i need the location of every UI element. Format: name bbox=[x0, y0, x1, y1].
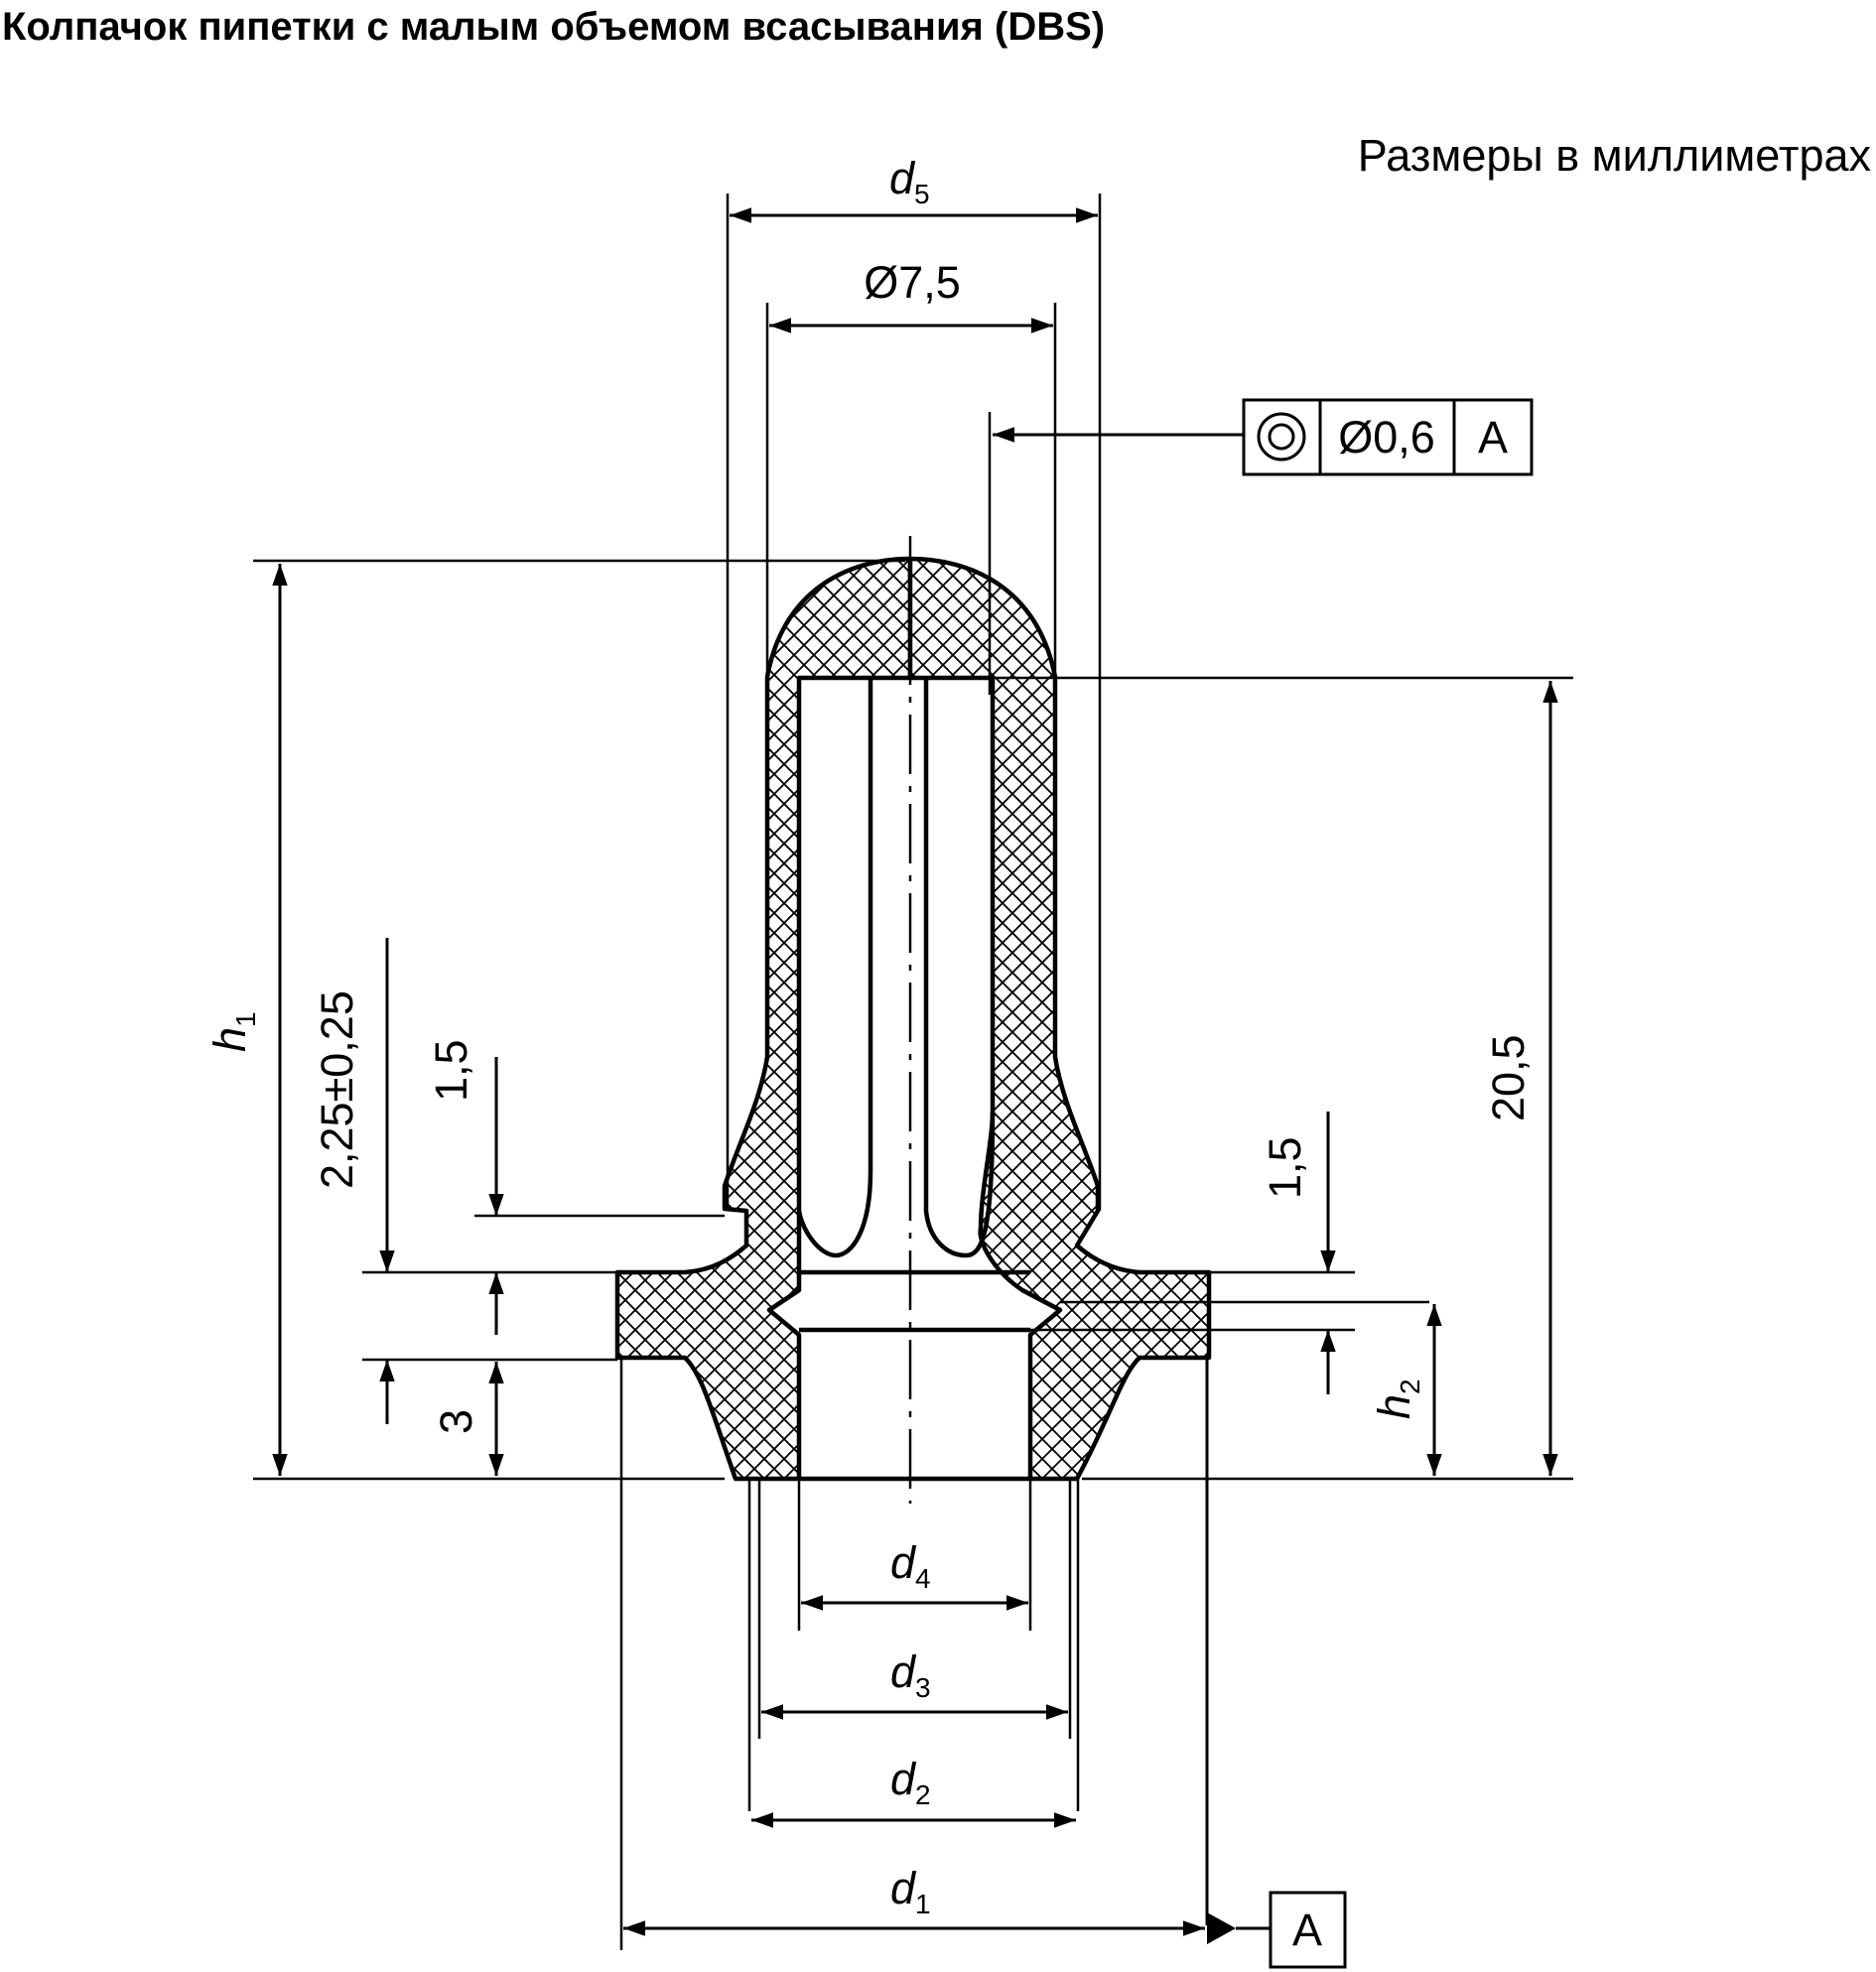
inner-finger-right bbox=[923, 678, 996, 1258]
tolerance-datum: A bbox=[1478, 412, 1508, 462]
h2-label: h2 bbox=[1369, 1379, 1425, 1419]
bore-chamfer-left bbox=[767, 1288, 801, 1312]
dimension-lines bbox=[253, 194, 1573, 1950]
d2-label: d2 bbox=[890, 1754, 931, 1810]
datum-a-label: A bbox=[1292, 1905, 1322, 1955]
tolerance-frame: Ø0,6 A bbox=[1242, 398, 1534, 476]
tolerance-value: Ø0,6 bbox=[1338, 412, 1435, 462]
inner-finger-left bbox=[796, 678, 873, 1258]
h1-label: h1 bbox=[204, 1011, 261, 1052]
left-1-5-label: 1,5 bbox=[426, 1039, 476, 1102]
left-wall-section bbox=[614, 556, 913, 1482]
d4-label: d4 bbox=[890, 1537, 931, 1594]
dia-7-5-label: Ø7,5 bbox=[864, 257, 961, 308]
datum-triangle bbox=[1207, 1912, 1236, 1944]
left-3-label: 3 bbox=[431, 1409, 481, 1434]
bore-chamfer-right bbox=[1020, 1288, 1062, 1312]
drawing-title: Колпачок пипетки с малым объемом всасыва… bbox=[2, 5, 1105, 49]
d5-label: d5 bbox=[889, 153, 930, 209]
dim-20-5-label: 20,5 bbox=[1483, 1034, 1534, 1121]
concentricity-icon bbox=[1257, 412, 1306, 461]
d1-label: d1 bbox=[890, 1863, 931, 1919]
right-1-5-label: 1,5 bbox=[1260, 1136, 1310, 1199]
tol-2-25-label: 2,25±0,25 bbox=[312, 990, 362, 1189]
d3-label: d3 bbox=[890, 1646, 931, 1703]
datum-a-box: A bbox=[1269, 1891, 1347, 1969]
pipette-cap-section bbox=[614, 536, 1212, 1504]
units-note: Размеры в миллиметрах bbox=[1358, 130, 1872, 181]
right-wall-section bbox=[907, 556, 1212, 1482]
